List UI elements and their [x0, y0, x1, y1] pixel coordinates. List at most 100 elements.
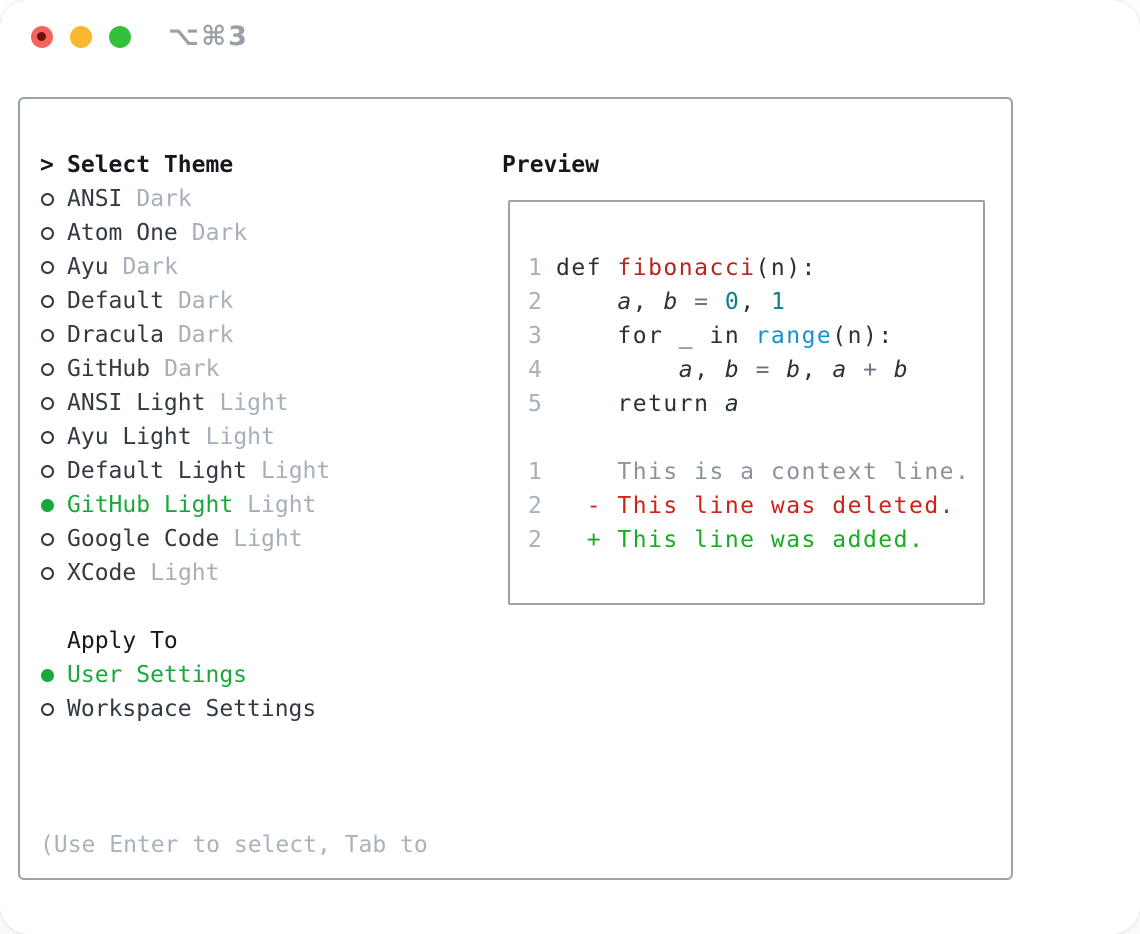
theme-option[interactable]: ANSI Light Light — [40, 386, 428, 420]
code-token-plain — [771, 357, 786, 383]
code-token-var: b — [786, 357, 802, 383]
code-token-plain — [710, 289, 725, 315]
minimize-button[interactable] — [70, 26, 92, 48]
code-token-var: b — [893, 357, 910, 383]
theme-option-label: Default — [67, 288, 164, 314]
radio-unselected-icon — [41, 192, 54, 206]
code-line: 3 for _ in range(n): — [528, 319, 983, 353]
theme-option[interactable]: Atom One Dark — [40, 216, 428, 250]
keyboard-hint: (Use Enter to select, Tab to change focu… — [40, 760, 428, 934]
theme-variant-tag: Dark — [191, 220, 248, 246]
code-token-plain — [556, 357, 679, 383]
theme-option-label: Google Code — [67, 526, 220, 552]
code-line: 2 a, b = 0, 1 — [528, 285, 983, 319]
theme-variant-tag: Dark — [164, 356, 220, 382]
theme-variant-tag: Light — [247, 492, 317, 518]
theme-variant-tag: Light — [261, 458, 331, 484]
unsaved-dot-icon — [37, 32, 46, 41]
code-token-plain — [709, 391, 724, 417]
apply-option[interactable]: User Settings — [40, 658, 428, 692]
theme-variant-tag: Dark — [177, 288, 234, 314]
radio-unselected-icon — [41, 566, 54, 580]
code-token-op: + — [863, 357, 879, 383]
code-token-num: 1 — [770, 289, 787, 315]
hint-line-1: (Use Enter to select, Tab to — [40, 832, 428, 858]
theme-option-label: GitHub — [67, 356, 151, 382]
code-token-plain — [740, 357, 755, 383]
theme-option[interactable]: GitHub Light Light — [40, 488, 428, 522]
apply-to-label: Apply To — [67, 628, 178, 654]
code-token-num: 0 — [724, 289, 741, 315]
code-token-plain: (n): — [832, 323, 894, 349]
code-token-plain: , — [801, 357, 833, 383]
code-token-func: fibonacci — [617, 255, 756, 281]
line-number: 2 — [528, 527, 544, 553]
code-token-kw: def — [556, 255, 618, 281]
line-number: 5 — [528, 391, 544, 417]
code-token-plain: _ — [663, 323, 710, 349]
theme-option[interactable]: XCode Light — [40, 556, 428, 590]
theme-variant-tag: Light — [219, 390, 289, 416]
theme-option-label: Dracula — [67, 322, 164, 348]
code-token-plain — [556, 289, 617, 315]
apply-option[interactable]: Workspace Settings — [40, 692, 428, 726]
code-token-deleted: - This line was deleted. — [556, 493, 956, 519]
code-token-op: = — [694, 289, 710, 315]
theme-option[interactable]: GitHub Dark — [40, 352, 428, 386]
theme-variant-tag: Dark — [177, 322, 234, 348]
radio-unselected-icon — [41, 328, 54, 342]
preview-header: Preview — [502, 152, 599, 178]
line-number: 4 — [528, 357, 544, 383]
theme-option-label: Ayu Light — [67, 424, 192, 450]
code-line: 5 return a — [528, 387, 983, 421]
radio-selected-icon — [41, 498, 54, 512]
code-line — [528, 421, 983, 455]
maximize-button[interactable] — [109, 26, 131, 48]
code-token-var: a — [832, 357, 848, 383]
close-button[interactable] — [31, 26, 53, 48]
theme-variant-tag: Light — [150, 560, 220, 586]
theme-variant-tag: Dark — [122, 254, 178, 280]
theme-option-label: Atom One — [67, 220, 178, 246]
radio-unselected-icon — [41, 362, 54, 376]
radio-unselected-icon — [41, 260, 54, 274]
theme-option-label: ANSI — [67, 186, 123, 212]
theme-option[interactable]: Default Dark — [40, 284, 428, 318]
line-number: 1 — [528, 255, 544, 281]
code-token-added: + This line was added. — [556, 527, 925, 553]
theme-option-label: XCode — [67, 560, 137, 586]
radio-unselected-icon — [41, 532, 54, 546]
theme-option-label: GitHub Light — [67, 492, 234, 518]
code-token-plain: , — [740, 289, 771, 315]
code-token-var: a — [678, 357, 695, 383]
select-theme-header: > Select Theme — [40, 148, 428, 182]
window-title: ⌥⌘3 — [168, 21, 249, 52]
code-token-plain: , — [694, 357, 725, 383]
hint-line-2: change focus) — [40, 930, 428, 934]
code-token-plain — [556, 391, 617, 417]
theme-option[interactable]: Dracula Dark — [40, 318, 428, 352]
code-token-builtin: range — [755, 323, 833, 349]
radio-unselected-icon — [41, 464, 54, 478]
select-theme-label: Select Theme — [67, 152, 234, 178]
prompt-marker: > — [40, 152, 54, 178]
titlebar: ⌥⌘3 — [0, 0, 1140, 74]
code-token-var: b — [663, 289, 679, 315]
theme-option-label: ANSI Light — [67, 390, 206, 416]
code-token-kw: in — [709, 323, 741, 349]
code-token-var: a — [724, 391, 741, 417]
apply-to-header: Apply To — [40, 624, 428, 658]
code-line: 2 - This line was deleted. — [528, 489, 983, 523]
code-token-var: b — [724, 357, 741, 383]
